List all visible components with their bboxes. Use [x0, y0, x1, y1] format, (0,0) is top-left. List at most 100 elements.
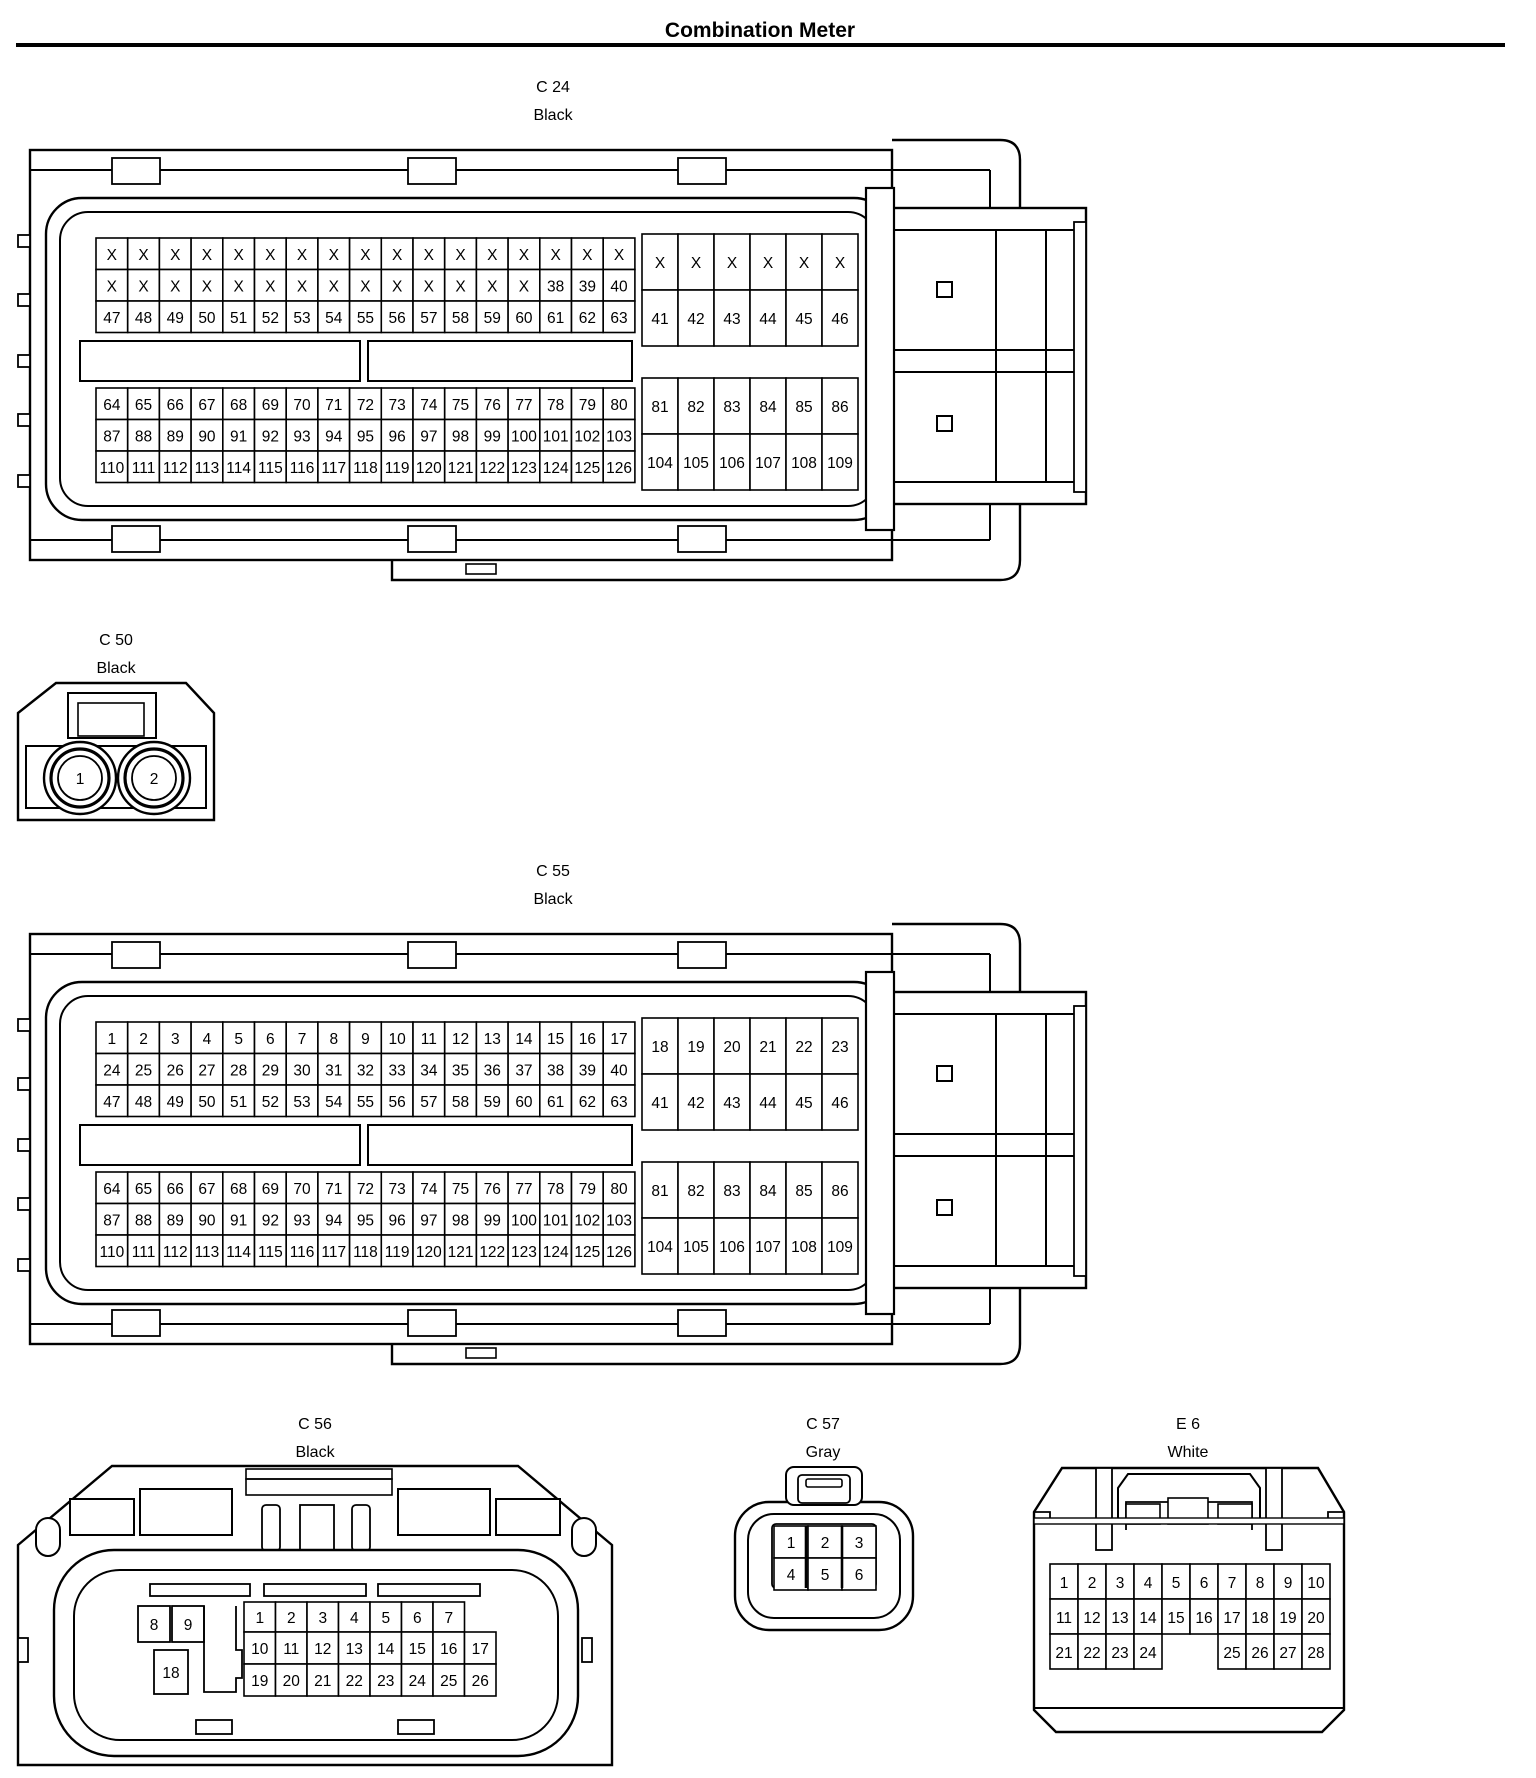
pin-blocked-x: X [233, 247, 244, 264]
pin-15: 15 [547, 1031, 564, 1048]
pin-105: 105 [683, 1239, 709, 1256]
pin-114: 114 [226, 460, 251, 477]
pin-22: 22 [795, 1039, 812, 1056]
pin-cavity [1245, 1563, 1275, 1600]
pin-blocked-x: X [614, 247, 625, 264]
lock-tab [677, 157, 727, 185]
pin-cavity [507, 1202, 541, 1236]
side-peg [17, 474, 31, 488]
latch-window [77, 702, 145, 737]
pin-82: 82 [687, 1183, 704, 1200]
pin-97: 97 [420, 428, 437, 445]
pin-94: 94 [325, 1212, 343, 1229]
pin-13: 13 [484, 1031, 501, 1048]
lock-tab [111, 525, 161, 553]
pin-cavity [785, 1073, 823, 1131]
connector-code: C 55 [536, 863, 570, 880]
pin-2: 2 [821, 1535, 830, 1552]
top-block [397, 1488, 491, 1536]
pin-50: 50 [198, 310, 216, 327]
pin-cavity [222, 450, 256, 484]
pin-cavity [677, 433, 715, 491]
pin-11: 11 [1056, 1610, 1072, 1627]
pin-92: 92 [262, 1212, 279, 1229]
pin-20: 20 [283, 1673, 301, 1690]
pin-cavity [285, 1084, 319, 1118]
pin-121: 121 [448, 1244, 474, 1261]
pin-107: 107 [755, 1239, 781, 1256]
pin-9: 9 [184, 1617, 193, 1634]
pin-98: 98 [452, 1212, 469, 1229]
top-rail [245, 1468, 393, 1480]
pin-cavity [570, 1234, 605, 1268]
pin-48: 48 [135, 1094, 152, 1111]
latch-key [805, 1478, 843, 1488]
pin-cavity [641, 1073, 679, 1131]
arm-square [936, 281, 953, 298]
pin-75: 75 [452, 1181, 469, 1198]
pin-5: 5 [234, 1031, 243, 1048]
pin-118: 118 [353, 1244, 378, 1261]
pin-119: 119 [385, 460, 410, 477]
pin-86: 86 [831, 1183, 848, 1200]
pin-4: 4 [203, 1031, 212, 1048]
pin-83: 83 [723, 1183, 740, 1200]
pin-cavity [821, 377, 859, 435]
pin-105: 105 [683, 455, 709, 472]
pin-49: 49 [167, 1094, 184, 1111]
pin-cavity [412, 1234, 446, 1268]
lock-tab [111, 941, 161, 969]
pin-1: 1 [108, 1031, 117, 1048]
pin-10: 10 [389, 1031, 407, 1048]
frame-post [864, 186, 896, 532]
pin-cavity [570, 1021, 605, 1055]
pin-65: 65 [135, 1181, 152, 1198]
pin-5: 5 [381, 1610, 390, 1627]
pin-blocked-x: X [799, 255, 810, 272]
pin-48: 48 [135, 310, 152, 327]
pin-4: 4 [1144, 1575, 1153, 1592]
pin-cavity [677, 233, 715, 291]
pin-socket-outer [42, 740, 118, 816]
pin-blocked-x: X [202, 247, 213, 264]
pin-47: 47 [103, 1094, 120, 1111]
pin-cavity [475, 1084, 509, 1118]
pin-cavity [1217, 1598, 1247, 1635]
pin-cavity [677, 289, 715, 347]
pin-103: 103 [606, 428, 632, 445]
arm-square [936, 1199, 953, 1216]
pin-81: 81 [651, 399, 668, 416]
pin-83: 83 [723, 399, 740, 416]
pin-2: 2 [139, 1031, 148, 1048]
pin-60: 60 [515, 1094, 533, 1111]
pin-77: 77 [515, 1181, 532, 1198]
pin-24: 24 [103, 1062, 121, 1079]
pin-cavity [602, 300, 636, 334]
pin-cavity [570, 1052, 605, 1086]
pin-cavity [475, 1171, 509, 1205]
pin-cavity [538, 300, 573, 334]
pin-cavity [749, 433, 787, 491]
pin-12: 12 [314, 1641, 331, 1658]
pin-10: 10 [251, 1641, 269, 1658]
pin-cavity [1273, 1633, 1303, 1670]
pin-30: 30 [293, 1062, 311, 1079]
pin-84: 84 [759, 399, 777, 416]
connector-color: Black [533, 891, 573, 908]
bottom-tab [465, 1347, 497, 1359]
pin-3: 3 [171, 1031, 180, 1048]
bottom-tab [465, 563, 497, 575]
pin-2: 2 [150, 771, 159, 788]
pin-72: 72 [357, 1181, 374, 1198]
pin-14: 14 [515, 1031, 533, 1048]
pin-110: 110 [99, 460, 124, 477]
pin-54: 54 [325, 1094, 343, 1111]
pin-3: 3 [855, 1535, 864, 1552]
pin-81: 81 [651, 1183, 668, 1200]
pin-cavity [158, 387, 192, 421]
pin-82: 82 [687, 399, 704, 416]
pin-cavity [602, 268, 636, 302]
pin-95: 95 [357, 1212, 374, 1229]
pin-cavity [137, 1605, 171, 1643]
pin-cavity [1301, 1633, 1331, 1670]
